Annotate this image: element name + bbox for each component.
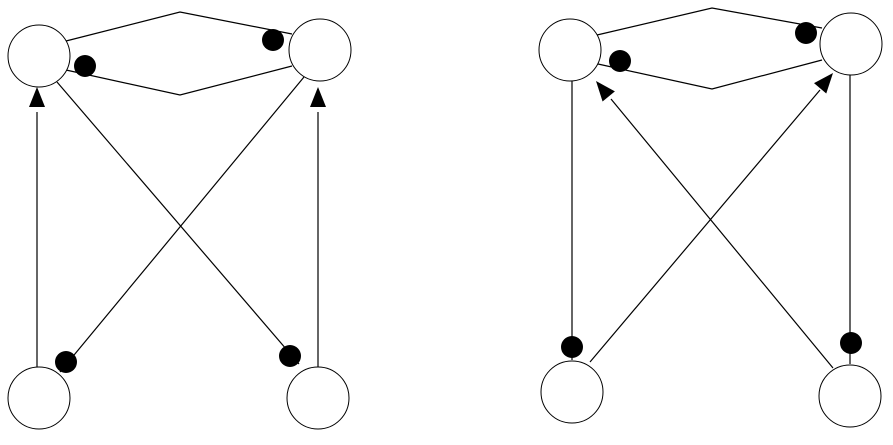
right-network-edge-cross-up-right bbox=[589, 89, 821, 363]
right-network-node-top-right bbox=[819, 12, 883, 76]
left-network-dot-cross-down-left bbox=[55, 351, 77, 373]
right-network-edge-upper-arc bbox=[596, 7, 823, 36]
left-network-dot-cross-down-right bbox=[279, 345, 301, 367]
right-network-dot-upper-arc bbox=[795, 22, 817, 44]
right-network-node-bottom-right bbox=[818, 364, 882, 428]
right-network-edge-cross-up-left bbox=[610, 98, 834, 369]
right-network-arrowhead-cross-up-left bbox=[596, 81, 615, 102]
left-network-edge-upper-arc bbox=[65, 11, 293, 42]
right-network-dot-left-vertical bbox=[561, 336, 583, 358]
left-network-edge-lower-arc bbox=[65, 65, 293, 96]
left-network-edge-cross-down-right bbox=[56, 81, 300, 365]
left-network-edge-cross-down-left bbox=[59, 76, 305, 373]
left-network-diagram bbox=[7, 11, 352, 430]
right-network-dot-right-vertical bbox=[840, 332, 862, 354]
left-network-dot-upper-arc bbox=[262, 29, 284, 51]
right-network-arrowhead-cross-up-right bbox=[814, 73, 833, 94]
left-network-node-bottom-right bbox=[286, 366, 350, 430]
left-network-arrowhead-left-vertical bbox=[29, 87, 45, 107]
left-network-node-top-left bbox=[7, 24, 71, 88]
right-network-diagram bbox=[538, 7, 883, 428]
right-network-edge-lower-arc bbox=[597, 59, 823, 90]
right-network-dot-lower-arc bbox=[609, 50, 631, 72]
left-network-node-top-right bbox=[288, 18, 352, 82]
left-network-node-bottom-left bbox=[7, 366, 71, 430]
left-network-dot-lower-arc bbox=[74, 55, 96, 77]
right-network-node-top-left bbox=[538, 18, 602, 82]
right-network-node-bottom-left bbox=[540, 360, 604, 424]
left-network-arrowhead-right-vertical bbox=[310, 87, 326, 107]
